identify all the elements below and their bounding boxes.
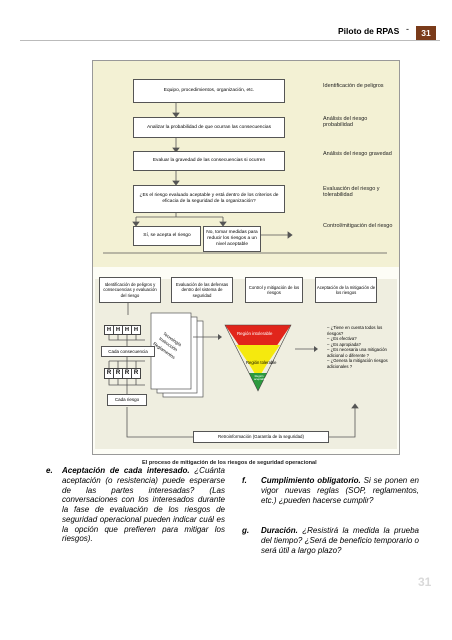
footer-page-number: 31 — [418, 575, 432, 589]
question-effective: – ¿Es efectiva? — [327, 336, 357, 341]
risk-triangle — [225, 325, 291, 391]
risk-management-flowchart: Equipo, procedimientos, organización, et… — [93, 61, 399, 267]
feedback-box: Retroinformación (Garantía de la segurid… — [193, 431, 329, 443]
flow-box-equipment: Equipo, procedimientos, organización, et… — [133, 79, 285, 103]
header-title: Piloto de RPAS — [338, 26, 400, 36]
figure-caption: El proceso de mitigación de los riesgos … — [142, 460, 317, 466]
item-g-letter: g. — [242, 526, 250, 535]
flow-box-probability: Analizar la probabilidad de que ocurran … — [133, 117, 285, 138]
risk-box: R — [131, 368, 141, 379]
item-e-letter: e. — [46, 466, 53, 475]
item-f-body: Si se ponen en vigor nuevas reglas (SOP,… — [261, 476, 419, 505]
defenses-stack-icon — [150, 312, 222, 398]
question-additional: – ¿Es necesaria una mitigación adicional… — [327, 347, 387, 358]
acceptance-questions: – ¿Tiene en cuenta todos los riesgos? – … — [327, 325, 393, 369]
label-hazard-identification: Identificación de peligros — [323, 83, 384, 89]
label-risk-probability: Análisis del riesgo probabilidad — [323, 116, 368, 129]
header-rule — [20, 40, 440, 41]
question-all-risks: – ¿Tiene en cuenta todos los riesgos? — [327, 325, 383, 336]
flowchart-arrows — [103, 101, 387, 254]
flow-box-acceptable-question: ¿Es el riesgo evaluado aceptable y está … — [133, 185, 285, 213]
hazard-box: H — [131, 325, 141, 335]
process-step-hazard: Identificación de peligros y consecuenci… — [99, 277, 161, 303]
flow-box-severity: Evaluar la gravedad de las consecuencias… — [133, 151, 285, 171]
header-page-number: 31 — [416, 26, 436, 40]
item-g-title: Duración. — [261, 526, 298, 535]
item-e-body: ¿Cuánta aceptación (o resistencia) puede… — [62, 466, 225, 544]
item-e-title: Aceptación de cada interesado. — [62, 466, 190, 475]
item-g: Duración. ¿Resistirá la medida la prueba… — [261, 526, 419, 555]
flow-box-accept: Sí, se acepta el riesgo — [133, 226, 201, 246]
item-f-title: Cumplimiento obligatorio. — [261, 476, 361, 485]
item-f: Cumplimiento obligatorio. Si se ponen en… — [261, 476, 419, 505]
each-risk-box: Cada riesgo — [107, 394, 147, 406]
label-risk-severity: Análisis del riesgo gravedad — [323, 151, 392, 157]
flow-box-reduce: No, tomar medidas para reducir los riesg… — [203, 226, 261, 252]
label-risk-tolerability: Evaluación del riesgo y tolerabilidad — [323, 186, 380, 199]
each-consequence-box: Cada consecuencia — [101, 346, 155, 357]
process-step-acceptance: Aceptación de la mitigación de los riesg… — [315, 277, 377, 303]
question-appropriate: – ¿Es apropiada? — [327, 341, 361, 347]
process-step-control: Control y mitigación de los riesgos — [245, 277, 303, 303]
item-f-letter: f. — [242, 476, 247, 485]
question-new-risks: – ¿Genera la mitigación riesgos adiciona… — [327, 358, 388, 369]
item-g-body: ¿Resistirá la medida la prueba del tiemp… — [261, 526, 419, 555]
item-e: Aceptación de cada interesado. ¿Cuánta a… — [62, 466, 225, 544]
region-intolerable-label: Región intolerable — [237, 331, 273, 336]
region-acceptable-label: Región aceptable — [254, 374, 267, 381]
label-risk-control: Control/mitigación del riesgo — [323, 223, 393, 229]
process-step-defenses: Evaluación de las defensas dentro del si… — [171, 277, 233, 303]
risk-mitigation-figure: Equipo, procedimientos, organización, et… — [92, 60, 400, 455]
header-dash: - — [406, 24, 409, 34]
region-tolerable-label: Región tolerable — [246, 360, 277, 365]
